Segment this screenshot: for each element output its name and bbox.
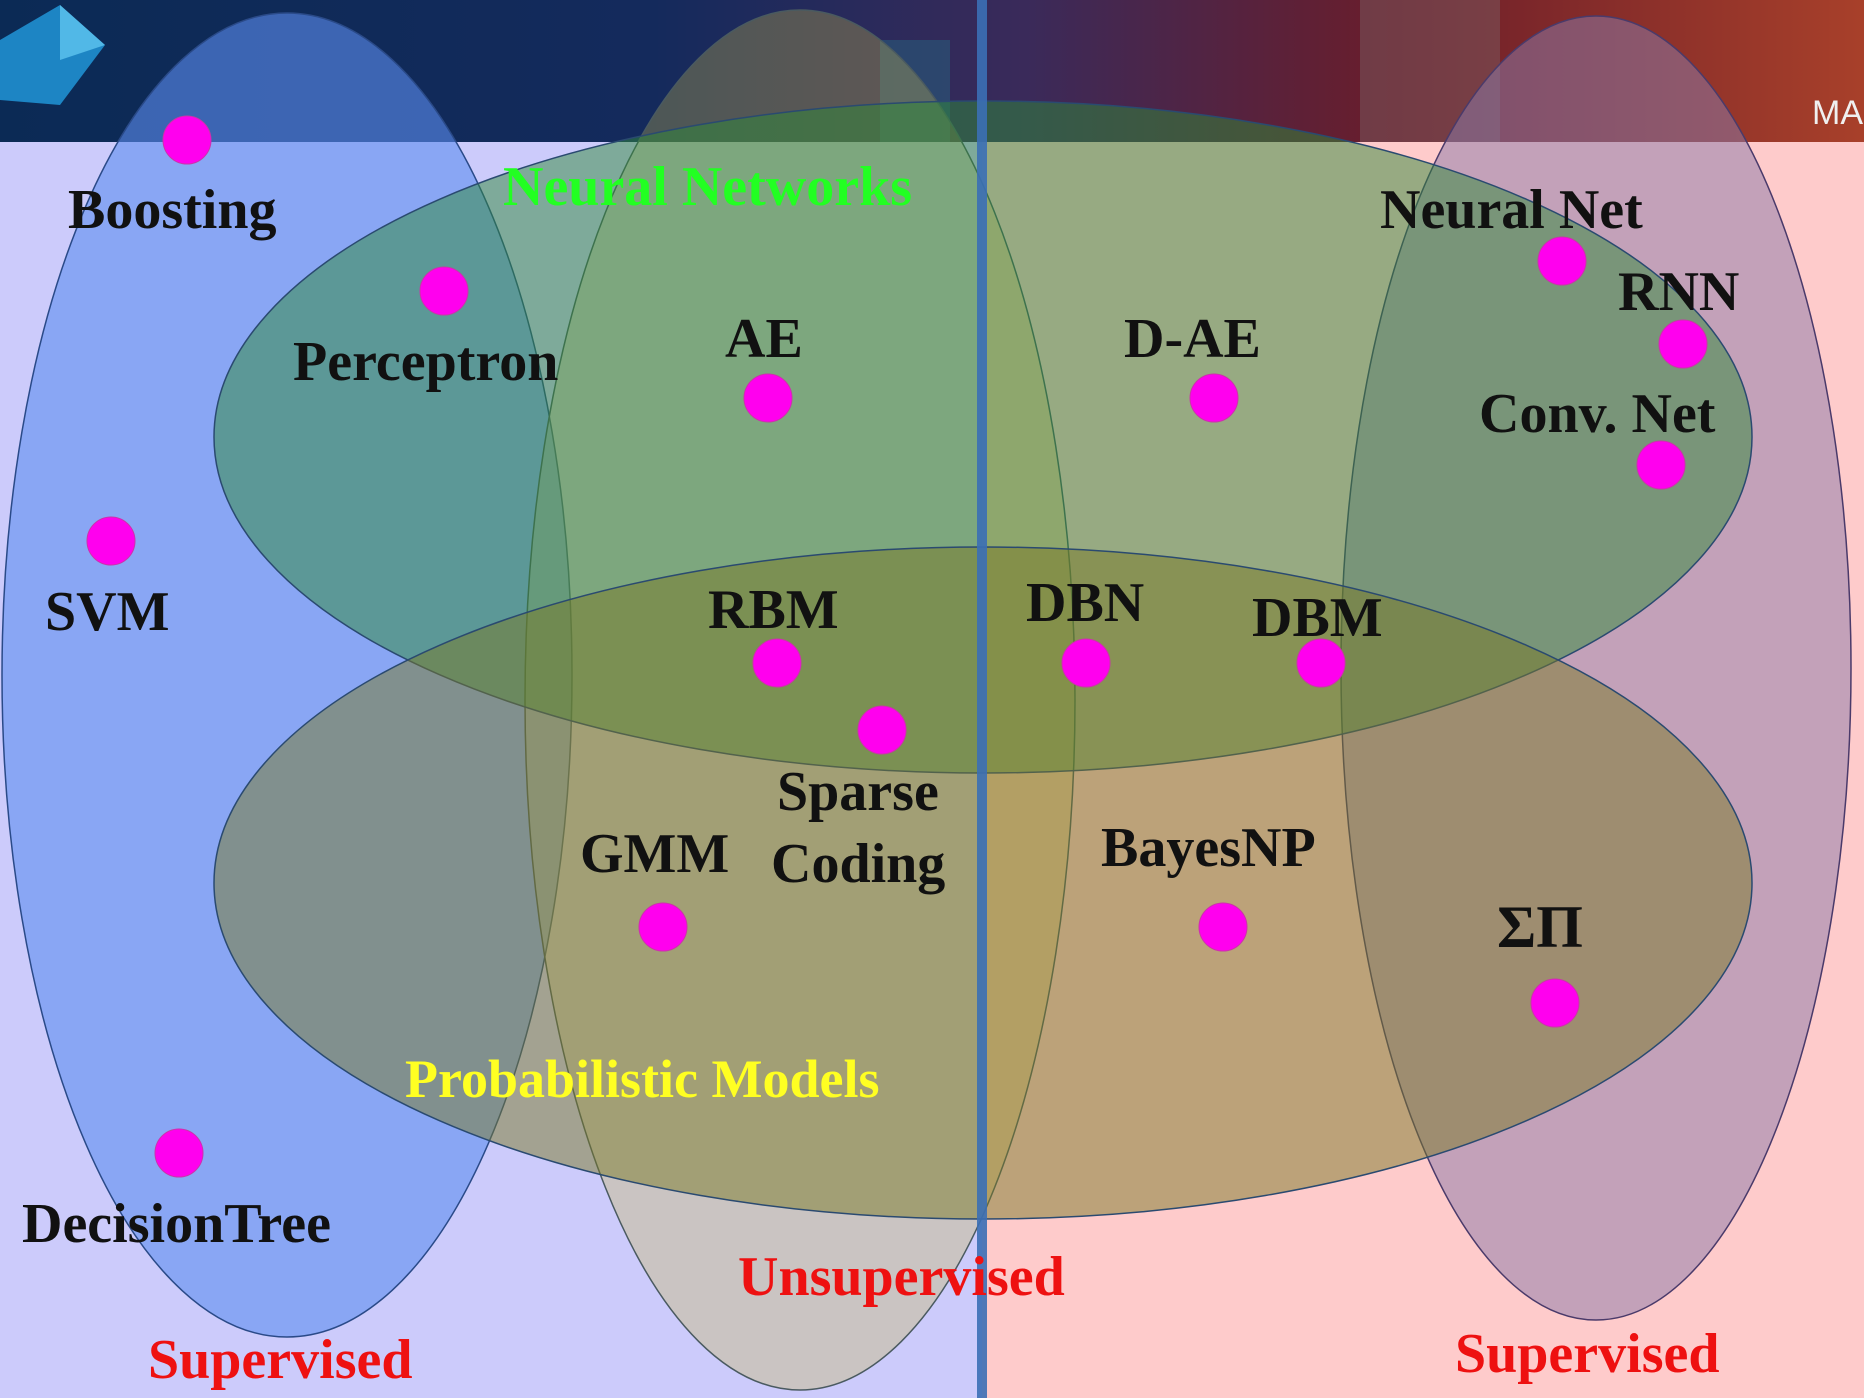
method-label-boosting: Boosting (68, 179, 277, 241)
method-label-decision-tree: DecisionTree (22, 1193, 331, 1255)
method-label-conv-net: Conv. Net (1479, 383, 1716, 445)
marker-dbn (1061, 638, 1111, 688)
method-label-svm: SVM (45, 581, 169, 643)
marker-sigma-pi (1530, 978, 1580, 1028)
marker-neural-net (1537, 236, 1587, 286)
method-label-d-ae: D-AE (1124, 308, 1261, 370)
method-label-rnn: RNN (1618, 261, 1739, 323)
marker-gmm (638, 902, 688, 952)
marker-bayesnp (1198, 902, 1248, 952)
unsupervised-label: Unsupervised (738, 1246, 1065, 1308)
header-corner-text: MA (1812, 94, 1863, 132)
marker-svm (86, 516, 136, 566)
marker-decision-tree (154, 1128, 204, 1178)
method-label-coding: Coding (771, 833, 945, 895)
method-label-ae: AE (725, 308, 803, 370)
neural-networks-label: Neural Networks (503, 156, 912, 218)
supervised-left-label: Supervised (148, 1329, 413, 1391)
probabilistic-models-label: Probabilistic Models (405, 1049, 880, 1109)
method-label-neural-net: Neural Net (1380, 179, 1643, 241)
marker-dbm (1296, 638, 1346, 688)
method-label-sigma-pi: ΣΠ (1497, 894, 1583, 960)
marker-conv-net (1636, 440, 1686, 490)
marker-sparse-coding (857, 705, 907, 755)
marker-ae (743, 373, 793, 423)
marker-rbm (752, 638, 802, 688)
method-label-perceptron: Perceptron (293, 331, 558, 393)
method-label-gmm: GMM (580, 823, 729, 885)
method-label-dbn: DBN (1026, 572, 1144, 634)
supervised-right-label: Supervised (1455, 1323, 1720, 1385)
marker-d-ae (1189, 373, 1239, 423)
marker-perceptron (419, 266, 469, 316)
marker-boosting (162, 115, 212, 165)
method-label-sparse: Sparse (777, 761, 939, 823)
method-label-rbm: RBM (708, 579, 839, 641)
marker-rnn (1658, 319, 1708, 369)
method-label-dbm: DBM (1252, 587, 1383, 649)
method-label-bayesnp: BayesNP (1101, 817, 1316, 879)
vertical-divider (977, 0, 987, 1398)
